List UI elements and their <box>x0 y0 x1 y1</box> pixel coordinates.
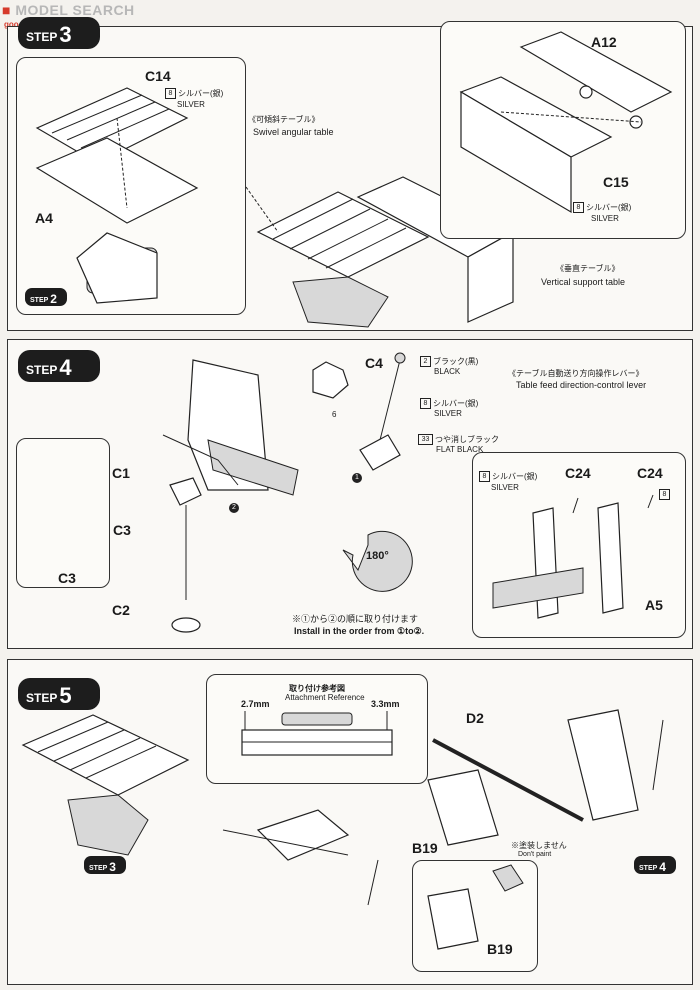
c24-left-label: C24 <box>565 465 591 481</box>
a12-label: A12 <box>591 34 617 50</box>
a4-label: A4 <box>35 210 53 226</box>
order-jp-note: ※①から②の順に取り付けます <box>292 614 419 624</box>
nopaint-jp: ※塗装しません <box>511 841 567 850</box>
c24-left-part <box>572 497 579 514</box>
step4-main-drawing <box>45 352 413 633</box>
c24-right-label: C24 <box>637 465 663 481</box>
c3-part <box>169 477 202 506</box>
decal-number: 6 <box>332 410 337 419</box>
a5-label: A5 <box>645 597 663 613</box>
a5-c24-drawing <box>492 494 654 619</box>
vertical-jp-label: 《垂直テーブル》 <box>556 264 620 273</box>
c14-a4-drawing <box>35 87 199 304</box>
rotate-label: 180° <box>366 550 389 562</box>
c14-color-en: SILVER <box>177 100 205 109</box>
c14-label: C14 <box>145 68 171 84</box>
c2-label: C2 <box>112 602 130 618</box>
order-2-marker: 2 <box>229 503 239 513</box>
swivel-table-assembly <box>21 714 190 796</box>
right-silver-en: SILVER <box>491 483 519 492</box>
swivel-en-label: Swivel angular table <box>253 127 334 137</box>
watermark-logo-icon: ■ <box>2 2 11 18</box>
b19-detail-label: B19 <box>487 941 513 957</box>
c24-right-color: 8 <box>659 489 672 500</box>
step4-assembly-right <box>567 709 639 821</box>
silver-en: SILVER <box>434 409 462 418</box>
swivel-table-part <box>256 191 430 278</box>
dim-right: 3.3mm <box>371 699 400 709</box>
swivel-jp-label: 《可傾斜テーブル》 <box>248 115 320 124</box>
nopaint-en: Don't paint <box>518 851 552 858</box>
a5-right-arm <box>597 502 624 614</box>
watermark: ■ MODEL SEARCH <box>2 2 135 18</box>
order-en-note: Install in the order from ①to②. <box>294 626 425 636</box>
ref-title-jp: 取り付け参考図 <box>289 684 345 693</box>
a4-base-part <box>35 137 199 224</box>
vertical-en-label: Vertical support table <box>541 277 626 287</box>
c15-label: C15 <box>603 174 629 190</box>
step5-main-drawing <box>21 709 664 906</box>
lever-jp-label: 《テーブル自動送り方向操作レバー》 <box>508 369 644 378</box>
c3-detail-label: C3 <box>58 570 76 586</box>
attachment-reference-drawing <box>241 711 393 756</box>
c3-label: C3 <box>113 522 131 538</box>
ref-title-en: Attachment Reference <box>285 693 365 702</box>
b19-detail-box: B19 <box>412 860 538 972</box>
step4-assembly-left <box>256 809 350 861</box>
lever-en-label: Table feed direction-control lever <box>516 380 647 390</box>
a5-left-arm <box>532 507 559 619</box>
b19-part <box>427 769 499 846</box>
c2-part <box>171 617 201 633</box>
c24-right-part <box>647 494 654 509</box>
b19-label: B19 <box>412 840 438 856</box>
watermark-brand: MODEL SEARCH <box>15 2 135 18</box>
decal-star <box>312 361 349 399</box>
c15-color-en: SILVER <box>591 214 619 223</box>
a12-part <box>519 31 673 113</box>
attachment-reference-box: 取り付け参考図 Attachment Reference 2.7mm 3.3mm <box>206 674 428 784</box>
c3-detail-box <box>16 438 110 588</box>
c1-label: C1 <box>112 465 130 481</box>
rotate-180-icon <box>342 530 413 592</box>
d2-label: D2 <box>466 710 484 726</box>
c4-label: C4 <box>365 355 383 371</box>
b19-detail-drawing <box>427 864 524 950</box>
a12-c15-drawing <box>459 31 673 214</box>
black-en: BLACK <box>434 367 461 376</box>
c4-lever-part <box>379 359 401 441</box>
order-1-marker: 1 <box>352 473 362 483</box>
dim-left: 2.7mm <box>241 699 270 709</box>
d2-screw-part <box>432 738 584 822</box>
flat-en: FLAT BLACK <box>436 445 484 454</box>
